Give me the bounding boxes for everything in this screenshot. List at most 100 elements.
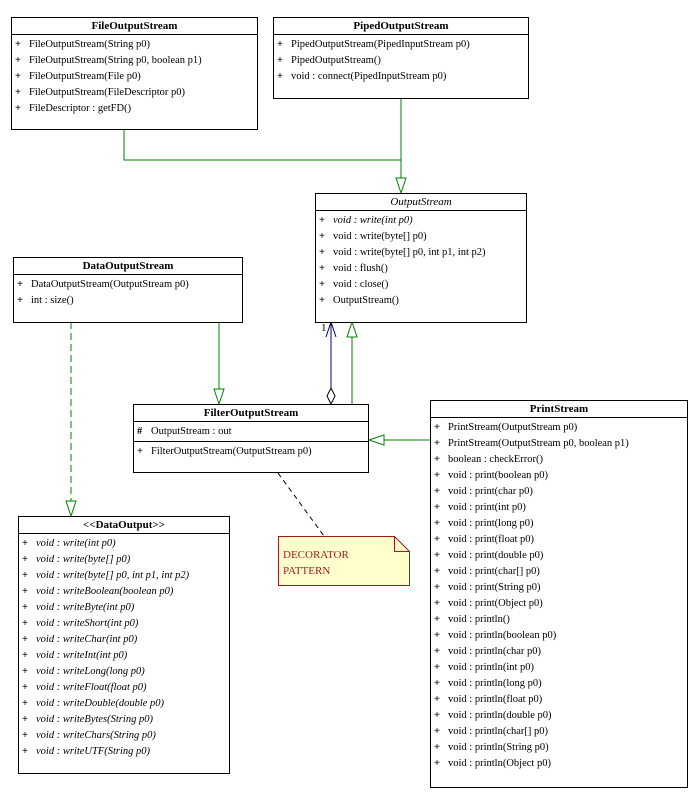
methods-compartment: +PipedOutputStream(PipedInputStream p0) … xyxy=(274,35,528,85)
method-row: +void : println(long p0) xyxy=(431,676,687,692)
note-anchor-line xyxy=(277,472,325,537)
public-visibility-icon: + xyxy=(434,486,440,497)
method-row: +void : println(float p0) xyxy=(431,692,687,708)
method-signature: void : write(byte[] p0) xyxy=(333,231,427,242)
method-row: +void : println(char[] p0) xyxy=(431,724,687,740)
public-visibility-icon: + xyxy=(319,279,325,290)
method-row: +void : print(double p0) xyxy=(431,548,687,564)
public-visibility-icon: + xyxy=(434,598,440,609)
public-visibility-icon: + xyxy=(22,746,28,757)
public-visibility-icon: + xyxy=(319,231,325,242)
method-row: +DataOutputStream(OutputStream p0) xyxy=(14,277,242,293)
method-row: + void : write(byte[] p0, int p1, int p2) xyxy=(316,245,526,261)
method-row: +void : writeShort(int p0) xyxy=(19,616,229,632)
method-row: +boolean : checkError() xyxy=(431,452,687,468)
method-signature: FileOutputStream(String p0, boolean p1) xyxy=(29,55,202,66)
method-row: +FilterOutputStream(OutputStream p0) xyxy=(134,444,368,460)
method-signature: void : println(char[] p0) xyxy=(448,726,549,737)
class-dataoutputstream[interactable]: DataOutputStream +DataOutputStream(Outpu… xyxy=(13,257,243,323)
method-row: +PrintStream(OutputStream p0, boolean p1… xyxy=(431,436,687,452)
public-visibility-icon: + xyxy=(434,710,440,721)
method-row: + void : print(char p0) xyxy=(431,484,687,500)
method-signature: void : writeByte(int p0) xyxy=(36,602,135,613)
public-visibility-icon: + xyxy=(434,470,440,481)
generalization-arrowhead-outputstream-bottom xyxy=(346,320,358,338)
method-signature: void : println() xyxy=(448,614,510,625)
public-visibility-icon: + xyxy=(15,55,21,66)
method-row: +void : print(float p0) xyxy=(431,532,687,548)
public-visibility-icon: + xyxy=(15,71,21,82)
class-title: OutputStream xyxy=(316,194,526,211)
public-visibility-icon: + xyxy=(319,247,325,258)
method-row: +void : println(char p0) xyxy=(431,644,687,660)
public-visibility-icon: + xyxy=(22,570,28,581)
method-row: +void : writeFloat(float p0) xyxy=(19,680,229,696)
public-visibility-icon: + xyxy=(319,215,325,226)
attributes-compartment: #OutputStream : out xyxy=(134,422,368,442)
class-fileoutputstream[interactable]: FileOutputStream +FileOutputStream(Strin… xyxy=(11,17,258,130)
method-signature: FilterOutputStream(OutputStream p0) xyxy=(151,446,312,457)
public-visibility-icon: + xyxy=(17,279,23,290)
realization-arrowhead-dataoutput xyxy=(65,500,77,518)
public-visibility-icon: + xyxy=(434,678,440,689)
method-signature: void : writeFloat(float p0) xyxy=(36,682,147,693)
methods-compartment: +PrintStream(OutputStream p0) +PrintStre… xyxy=(431,418,687,772)
public-visibility-icon: + xyxy=(434,662,440,673)
public-visibility-icon: + xyxy=(434,518,440,529)
method-signature: void : write(byte[] p0, int p1, int p2) xyxy=(333,247,486,258)
method-signature: void : print(float p0) xyxy=(448,534,535,545)
method-signature: void : writeBoolean(boolean p0) xyxy=(36,586,174,597)
method-signature: void : write(byte[] p0) xyxy=(36,554,131,565)
generalization-arrowhead-filteroutputstream-right xyxy=(367,434,385,446)
generalization-arrowhead-filteroutputstream-top xyxy=(213,388,225,406)
method-row: +void : write(byte[] p0, int p1, int p2) xyxy=(19,568,229,584)
method-signature: void : print(boolean p0) xyxy=(448,470,549,481)
method-signature: void : writeUTF(String p0) xyxy=(36,746,151,757)
class-outputstream[interactable]: OutputStream +void : write(int p0) +void… xyxy=(315,193,527,323)
public-visibility-icon: + xyxy=(22,586,28,597)
class-pipedoutputstream[interactable]: PipedOutputStream +PipedOutputStream(Pip… xyxy=(273,17,529,99)
method-row: + void : println() xyxy=(431,612,687,628)
public-visibility-icon: + xyxy=(434,502,440,513)
protected-visibility-icon: # xyxy=(137,426,143,437)
method-row: + void : writeByte(int p0) xyxy=(19,600,229,616)
method-row: +void : writeLong(long p0) xyxy=(19,664,229,680)
note-line-1: DECORATOR xyxy=(283,549,349,561)
method-row: +void : print(char[] p0) xyxy=(431,564,687,580)
method-signature: void : println(boolean p0) xyxy=(448,630,557,641)
public-visibility-icon: + xyxy=(22,554,28,565)
interface-dataoutput[interactable]: <<DataOutput>> +void : write(int p0) +vo… xyxy=(18,516,230,774)
method-row: +void : println(Object p0) xyxy=(431,756,687,772)
method-row: + void : write(byte[] p0) xyxy=(316,229,526,245)
method-signature: void : print(String p0) xyxy=(448,582,541,593)
class-filteroutputstream[interactable]: FilterOutputStream #OutputStream : out +… xyxy=(133,404,369,473)
method-row: +int : size() xyxy=(14,293,242,309)
public-visibility-icon: + xyxy=(22,602,28,613)
public-visibility-icon: + xyxy=(22,714,28,725)
method-row: +void : print(String p0) xyxy=(431,580,687,596)
method-row: +void : writeChar(int p0) xyxy=(19,632,229,648)
public-visibility-icon: + xyxy=(277,39,283,50)
class-title: PrintStream xyxy=(431,401,687,418)
method-signature: PrintStream(OutputStream p0) xyxy=(448,422,578,433)
method-row: +void : connect(PipedInputStream p0) xyxy=(274,69,528,85)
method-row: +void : writeInt(int p0) xyxy=(19,648,229,664)
method-signature: void : print(char p0) xyxy=(448,486,533,497)
method-signature: FileOutputStream(FileDescriptor p0) xyxy=(29,87,186,98)
public-visibility-icon: + xyxy=(434,742,440,753)
public-visibility-icon: + xyxy=(434,550,440,561)
method-row: +FileOutputStream(File p0) xyxy=(12,69,257,85)
method-signature: PrintStream(OutputStream p0, boolean p1) xyxy=(448,438,629,449)
method-signature: void : println(double p0) xyxy=(448,710,552,721)
public-visibility-icon: + xyxy=(434,614,440,625)
class-printstream[interactable]: PrintStream +PrintStream(OutputStream p0… xyxy=(430,400,688,788)
class-title: FilterOutputStream xyxy=(134,405,368,422)
method-row: + void : writeUTF(String p0) xyxy=(19,744,229,760)
public-visibility-icon: + xyxy=(22,698,28,709)
aggregation-multiplicity: 1 xyxy=(321,322,327,334)
attribute-row: #OutputStream : out xyxy=(134,424,368,440)
public-visibility-icon: + xyxy=(22,538,28,549)
